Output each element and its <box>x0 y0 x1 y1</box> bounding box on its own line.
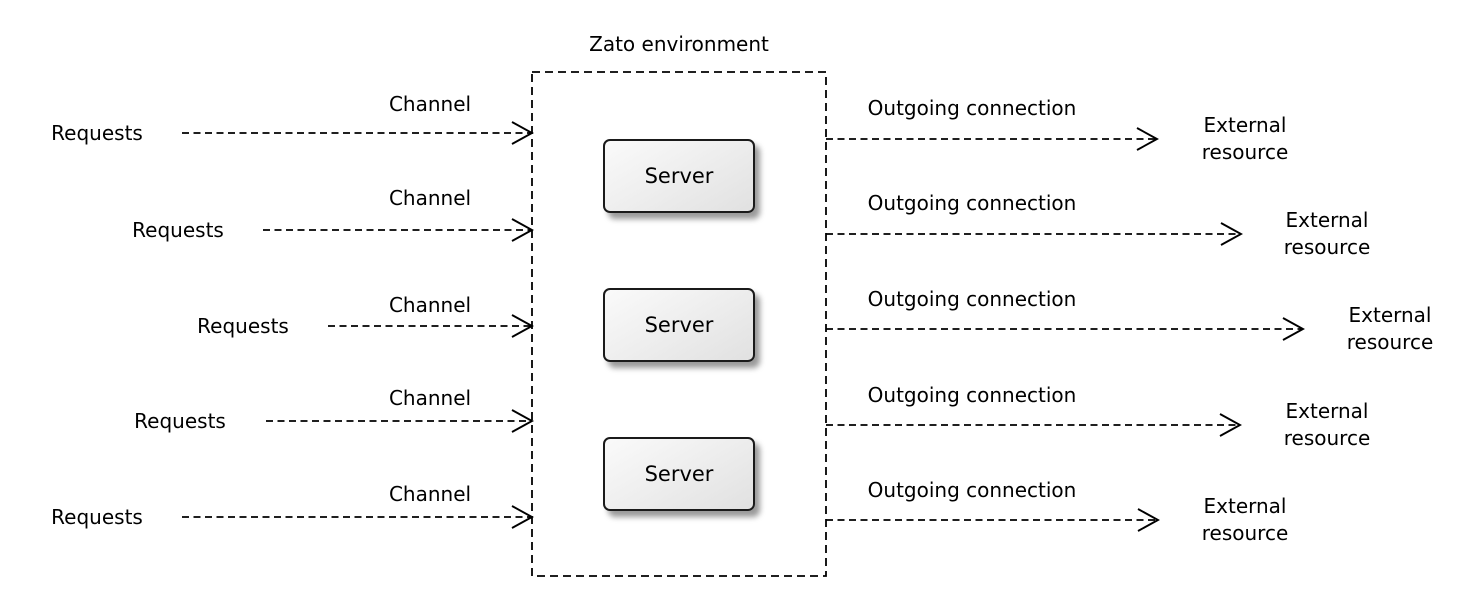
external-resource-label: External resource <box>1202 112 1289 166</box>
zato-environment-border <box>531 71 827 577</box>
arrowhead-icon <box>1136 127 1159 151</box>
requests-label: Requests <box>197 314 289 338</box>
requests-label: Requests <box>51 505 143 529</box>
arrowhead-icon <box>511 505 534 529</box>
external-resource-line2: resource <box>1283 426 1371 450</box>
external-resource-line2: resource <box>1201 521 1289 545</box>
arrowhead-icon <box>511 314 534 338</box>
arrowhead-icon <box>511 121 534 145</box>
outgoing-connection-arrow <box>826 413 1242 437</box>
outgoing-connection-arrow <box>826 127 1159 151</box>
server-label: Server <box>644 462 714 486</box>
server-label: Server <box>644 313 714 337</box>
requests-label: Requests <box>134 409 226 433</box>
outgoing-connection-label: Outgoing connection <box>867 96 1077 120</box>
external-resource-label: External resource <box>1284 398 1371 452</box>
outgoing-connection-arrow <box>826 222 1243 246</box>
channel-arrow <box>263 218 534 242</box>
channel-label: Channel <box>388 92 472 116</box>
external-resource-line2: resource <box>1201 140 1289 164</box>
outgoing-connection-label: Outgoing connection <box>867 287 1077 311</box>
server-label: Server <box>644 164 714 188</box>
arrowhead-icon <box>1137 508 1160 532</box>
channel-arrow <box>182 121 534 145</box>
server-box: Server <box>603 437 755 511</box>
channel-arrow <box>328 314 534 338</box>
channel-label: Channel <box>388 386 472 410</box>
arrowhead-icon <box>511 409 534 433</box>
external-resource-line2: resource <box>1346 330 1434 354</box>
external-resource-line1: External <box>1348 303 1432 327</box>
channel-arrow <box>266 409 534 433</box>
channel-arrow <box>182 505 534 529</box>
server-box: Server <box>603 139 755 213</box>
channel-label: Channel <box>388 186 472 210</box>
external-resource-line1: External <box>1203 113 1287 137</box>
outgoing-connection-label: Outgoing connection <box>867 191 1077 215</box>
outgoing-connection-label: Outgoing connection <box>867 383 1077 407</box>
requests-label: Requests <box>51 121 143 145</box>
outgoing-connection-arrow <box>826 317 1305 341</box>
arrowhead-icon <box>1219 413 1242 437</box>
external-resource-label: External resource <box>1347 302 1434 356</box>
channel-label: Channel <box>388 293 472 317</box>
outgoing-connection-label: Outgoing connection <box>867 478 1077 502</box>
arrowhead-icon <box>511 218 534 242</box>
external-resource-line2: resource <box>1283 235 1371 259</box>
arrowhead-icon <box>1282 317 1305 341</box>
requests-label: Requests <box>132 218 224 242</box>
external-resource-line1: External <box>1203 494 1287 518</box>
outgoing-connection-arrow <box>826 508 1160 532</box>
arrowhead-icon <box>1220 222 1243 246</box>
server-box: Server <box>603 288 755 362</box>
external-resource-line1: External <box>1285 208 1369 232</box>
zato-environment-title: Zato environment <box>589 32 769 56</box>
channel-label: Channel <box>388 482 472 506</box>
external-resource-line1: External <box>1285 399 1369 423</box>
external-resource-label: External resource <box>1284 207 1371 261</box>
external-resource-label: External resource <box>1202 493 1289 547</box>
